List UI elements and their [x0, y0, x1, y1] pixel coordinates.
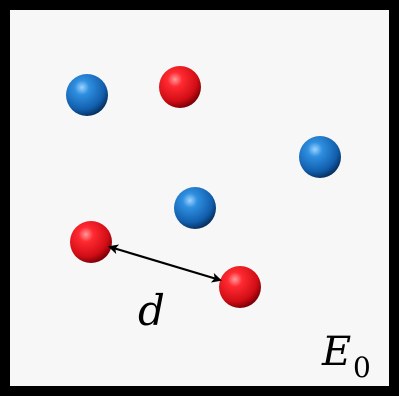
- distance-label: d: [138, 286, 165, 335]
- blue-particle: [66, 74, 108, 116]
- red-particle: [70, 221, 112, 263]
- energy-subscript: 0: [353, 351, 371, 384]
- blue-particle: [174, 187, 216, 229]
- blue-particle: [299, 136, 341, 178]
- energy-label: E 0: [321, 329, 371, 384]
- particles-group: [66, 66, 341, 308]
- red-particle: [159, 66, 201, 108]
- distance-arrow: [108, 244, 222, 283]
- red-particle: [219, 266, 261, 308]
- energy-symbol: E: [321, 329, 351, 375]
